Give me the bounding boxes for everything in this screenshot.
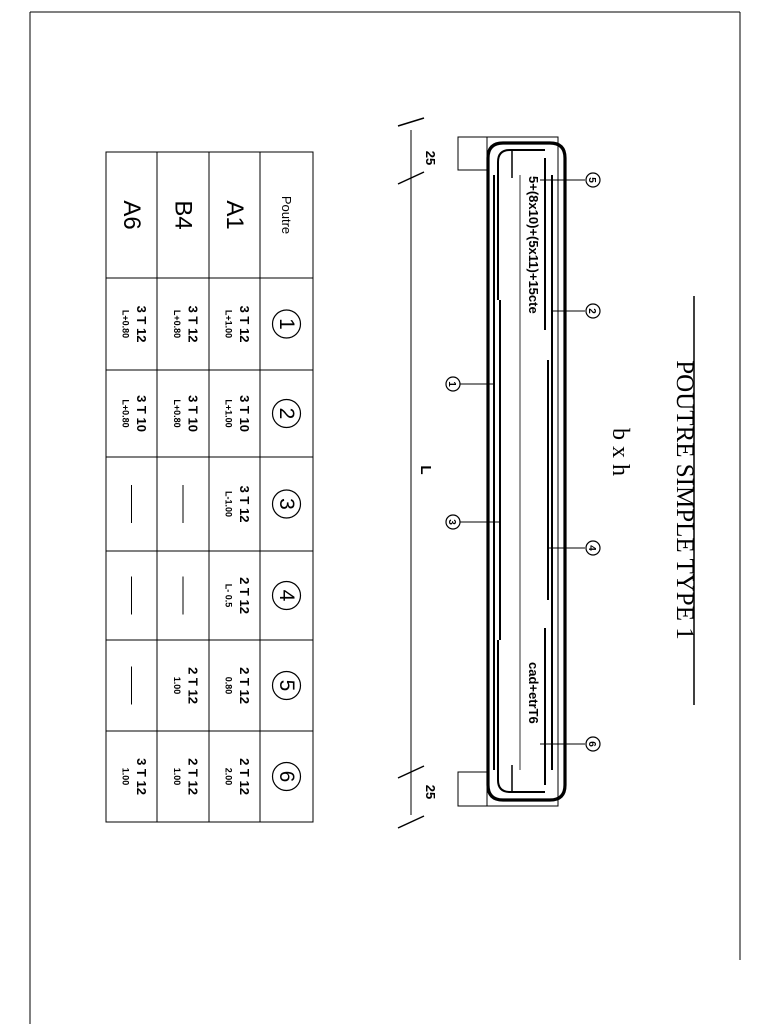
table-cell-length: L+1.00: [224, 399, 234, 427]
table-cell-bar: 3 T 10: [237, 395, 252, 432]
marker-4: 4: [585, 540, 601, 556]
support-left: [457, 136, 487, 171]
bar-6-hook-left: [497, 149, 545, 300]
table-cell-length: L+0.80: [172, 310, 182, 338]
table-cell-bar: 2 T 12: [237, 758, 252, 795]
stirrup-type-label: cad+etrT6: [526, 662, 541, 724]
table-cell-bar: 2 T 12: [237, 667, 252, 704]
marker-5: 5: [585, 172, 601, 188]
table-header-bar-6: 6: [275, 771, 298, 783]
marker-1-label: 1: [446, 381, 457, 387]
table-cell-length: 0.80: [224, 677, 234, 695]
table-cell-length: L-1.00: [224, 491, 234, 517]
marker-3-label: 3: [446, 519, 457, 525]
title-block: POUTRE SIMPLE TYPE 1 b x h: [607, 296, 698, 705]
span-length-label: L: [417, 465, 434, 474]
marker-6: 6: [585, 736, 601, 752]
span-tick-left: [397, 117, 425, 127]
span-tick-right: [397, 765, 425, 779]
table-cell-length: 1.00: [172, 768, 182, 786]
sheet-border: [29, 11, 741, 1024]
table-header-circle-6: [271, 761, 302, 792]
section-label: b x h: [607, 428, 633, 476]
marker-2-label: 2: [586, 308, 597, 314]
span-tick-left-2: [397, 171, 425, 185]
table-cell-bar: 3 T 10: [134, 395, 149, 432]
table-cell-bar: 3 T 12: [237, 486, 252, 523]
table-cell-length: L+0.80: [121, 310, 131, 338]
support-right-label: 25: [423, 785, 438, 799]
stirrup-spacing-label: 5+(8x10)+(5x11)+15cte: [526, 176, 541, 314]
table-header-circle-2: [271, 398, 302, 429]
bar-1-main-loop: [486, 141, 567, 802]
table-cell-bar: 3 T 12: [237, 306, 252, 343]
marker-3: 3: [445, 514, 461, 530]
table-beam-name-a1: A1: [221, 200, 248, 229]
support-right: [457, 771, 487, 807]
table-header-bar-1: 1: [275, 318, 298, 330]
table-header-bar-5: 5: [275, 680, 298, 692]
table-header-circle-3: [271, 489, 302, 519]
table-cell-length: L+0.80: [121, 399, 131, 427]
table-header-circle-4: [271, 580, 302, 611]
bar-markers: 5 2 4 6 1 3: [445, 172, 601, 752]
table-header-poutre: Poutre: [279, 196, 294, 234]
span-tick-right-2: [397, 815, 425, 829]
bar-6-hook-right: [497, 640, 545, 793]
table-header-bar-2: 2: [275, 408, 298, 420]
table-beam-name-b4: B4: [170, 200, 197, 229]
table-header-circle-1: [271, 309, 302, 339]
table-header-bar-4: 4: [275, 590, 298, 602]
table-grid: [105, 151, 314, 823]
table-header-circle-5: [271, 670, 302, 701]
marker-2: 2: [585, 303, 601, 319]
marker-1: 1: [445, 376, 461, 392]
support-left-label: 25: [423, 151, 438, 165]
table-cell-length: L+1.00: [224, 310, 234, 338]
table-cell-bar: 2 T 12: [186, 667, 201, 704]
table-cell-length: 1.00: [121, 768, 131, 786]
table-cell-length: 2.00: [224, 768, 234, 786]
table-cell-bar: 3 T 12: [186, 306, 201, 343]
table-beam-name-a6: A6: [118, 200, 145, 229]
table-header-bar-3: 3: [275, 498, 298, 510]
table-cell-length: L- 0.5: [224, 584, 234, 608]
table-cell-bar: 3 T 12: [134, 306, 149, 343]
table-cell-bar: 3 T 10: [186, 395, 201, 432]
beam-outline-top: [487, 136, 559, 807]
table-cell-length: L+0.80: [172, 399, 182, 427]
marker-5-label: 5: [586, 177, 597, 183]
table-cell-bar: 3 T 12: [134, 758, 149, 795]
beam: [397, 117, 585, 829]
table-cell-bar: 2 T 12: [186, 758, 201, 795]
table-cell-length: 1.00: [172, 677, 182, 695]
marker-6-label: 6: [586, 741, 597, 747]
beam-labels: 5+(8x10)+(5x11)+15cte cad+etrT6 L 25 25: [417, 151, 541, 799]
table-cell-bar: 2 T 12: [237, 577, 252, 614]
marker-4-label: 4: [586, 545, 597, 551]
